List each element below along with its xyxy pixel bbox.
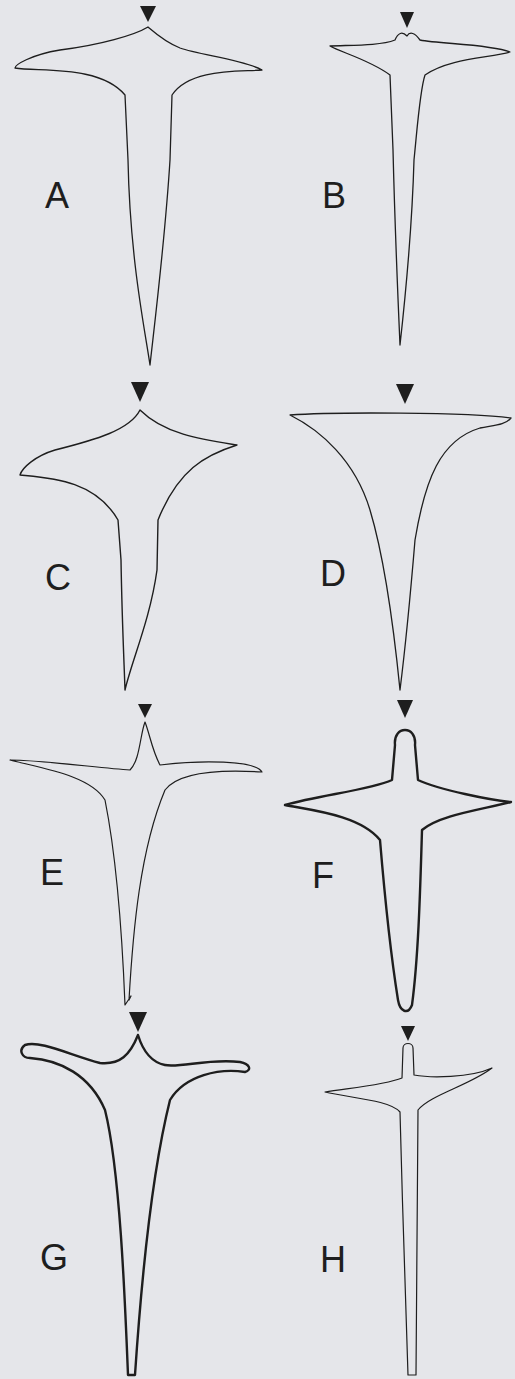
spicule-outline: [325, 1044, 492, 1376]
panel-letter: H: [320, 1242, 346, 1278]
spicule-outline: [20, 410, 237, 690]
pointer-triangle: [138, 704, 152, 718]
pointer-triangle: [396, 384, 414, 404]
spicule-outline: [285, 730, 511, 1011]
panel-letter: A: [45, 178, 69, 214]
spicule-outline: [290, 413, 511, 690]
panel-letter: B: [322, 178, 346, 214]
pointer-triangle: [140, 6, 156, 22]
pointer-triangle: [401, 1026, 415, 1041]
panel-letter: G: [40, 1240, 68, 1276]
spicule-outline: [21, 1035, 249, 1375]
spicule-outline: [10, 722, 262, 1005]
pointer-triangle: [397, 700, 413, 718]
panel-letter: E: [40, 855, 64, 891]
panel-letter: F: [312, 858, 334, 894]
panel-letter: C: [45, 560, 71, 596]
pointer-triangle: [400, 12, 414, 28]
pointer-triangle: [129, 1012, 147, 1032]
spicule-outline: [15, 27, 262, 365]
panel-letter: D: [320, 556, 346, 592]
spicule-outline: [330, 33, 510, 345]
pointer-triangle: [131, 382, 149, 402]
